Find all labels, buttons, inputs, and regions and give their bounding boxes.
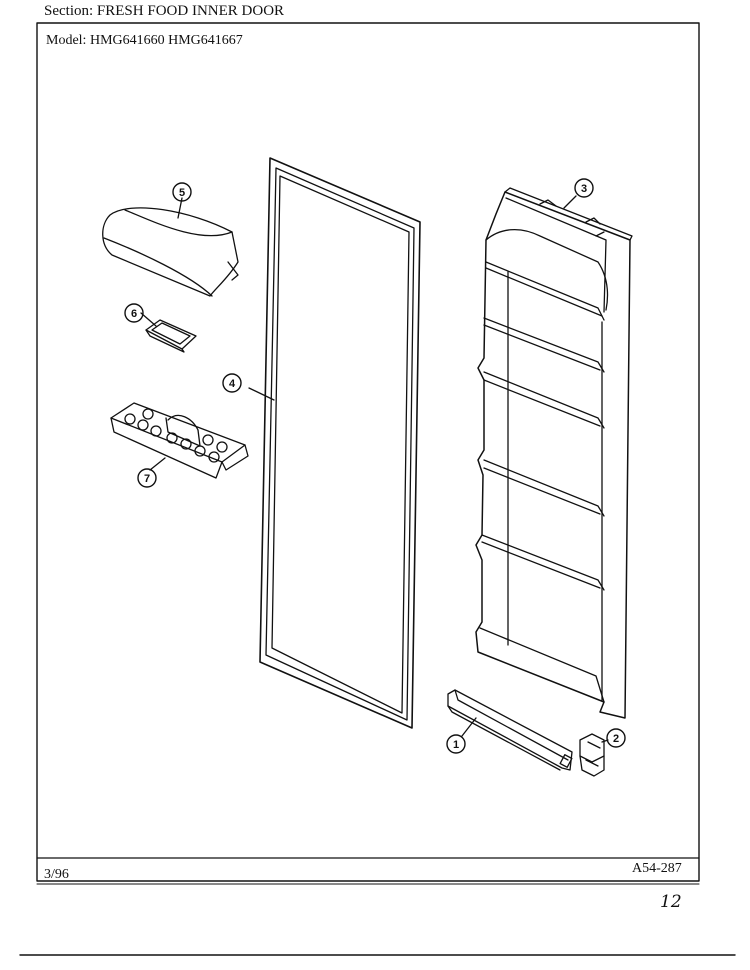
dairy-cover-part <box>102 197 239 297</box>
model-line: Model: HMG641660 HMG641667 <box>46 34 243 48</box>
model-label: Model: <box>46 33 87 48</box>
callout-4: 4 <box>222 373 242 393</box>
callout-label-1: 1 <box>453 739 459 751</box>
egg-tray-part <box>110 402 249 479</box>
callout-6: 6 <box>124 303 144 323</box>
section-heading: Section: FRESH FOOD INNER DOOR <box>44 4 284 19</box>
callout-label-2: 2 <box>613 733 619 745</box>
callout-label-3: 3 <box>581 183 587 195</box>
diagram-frame <box>19 22 736 956</box>
document-number: A54-287 <box>632 861 682 876</box>
shelf-rail-part <box>447 689 573 771</box>
rail-clips-part <box>579 733 609 777</box>
callout-7: 7 <box>137 468 157 488</box>
revision-date: 3/96 <box>44 867 69 882</box>
callout-5: 5 <box>172 182 192 202</box>
callout-3: 3 <box>574 178 594 198</box>
callout-label-5: 5 <box>179 187 185 199</box>
callout-1: 1 <box>446 734 466 754</box>
section-value: FRESH FOOD INNER DOOR <box>96 3 285 19</box>
model-value: HMG641660 HMG641667 <box>89 33 243 48</box>
callout-label-7: 7 <box>144 473 150 485</box>
callout-label-6: 6 <box>131 308 137 320</box>
small-tray-part <box>140 312 197 353</box>
section-label: Section: <box>44 3 94 19</box>
door-gasket-part <box>248 157 421 729</box>
callout-label-4: 4 <box>229 378 236 390</box>
inner-door-liner-part <box>475 187 633 719</box>
callout-2: 2 <box>606 728 626 748</box>
handwritten-page-number: 12 <box>660 892 682 912</box>
